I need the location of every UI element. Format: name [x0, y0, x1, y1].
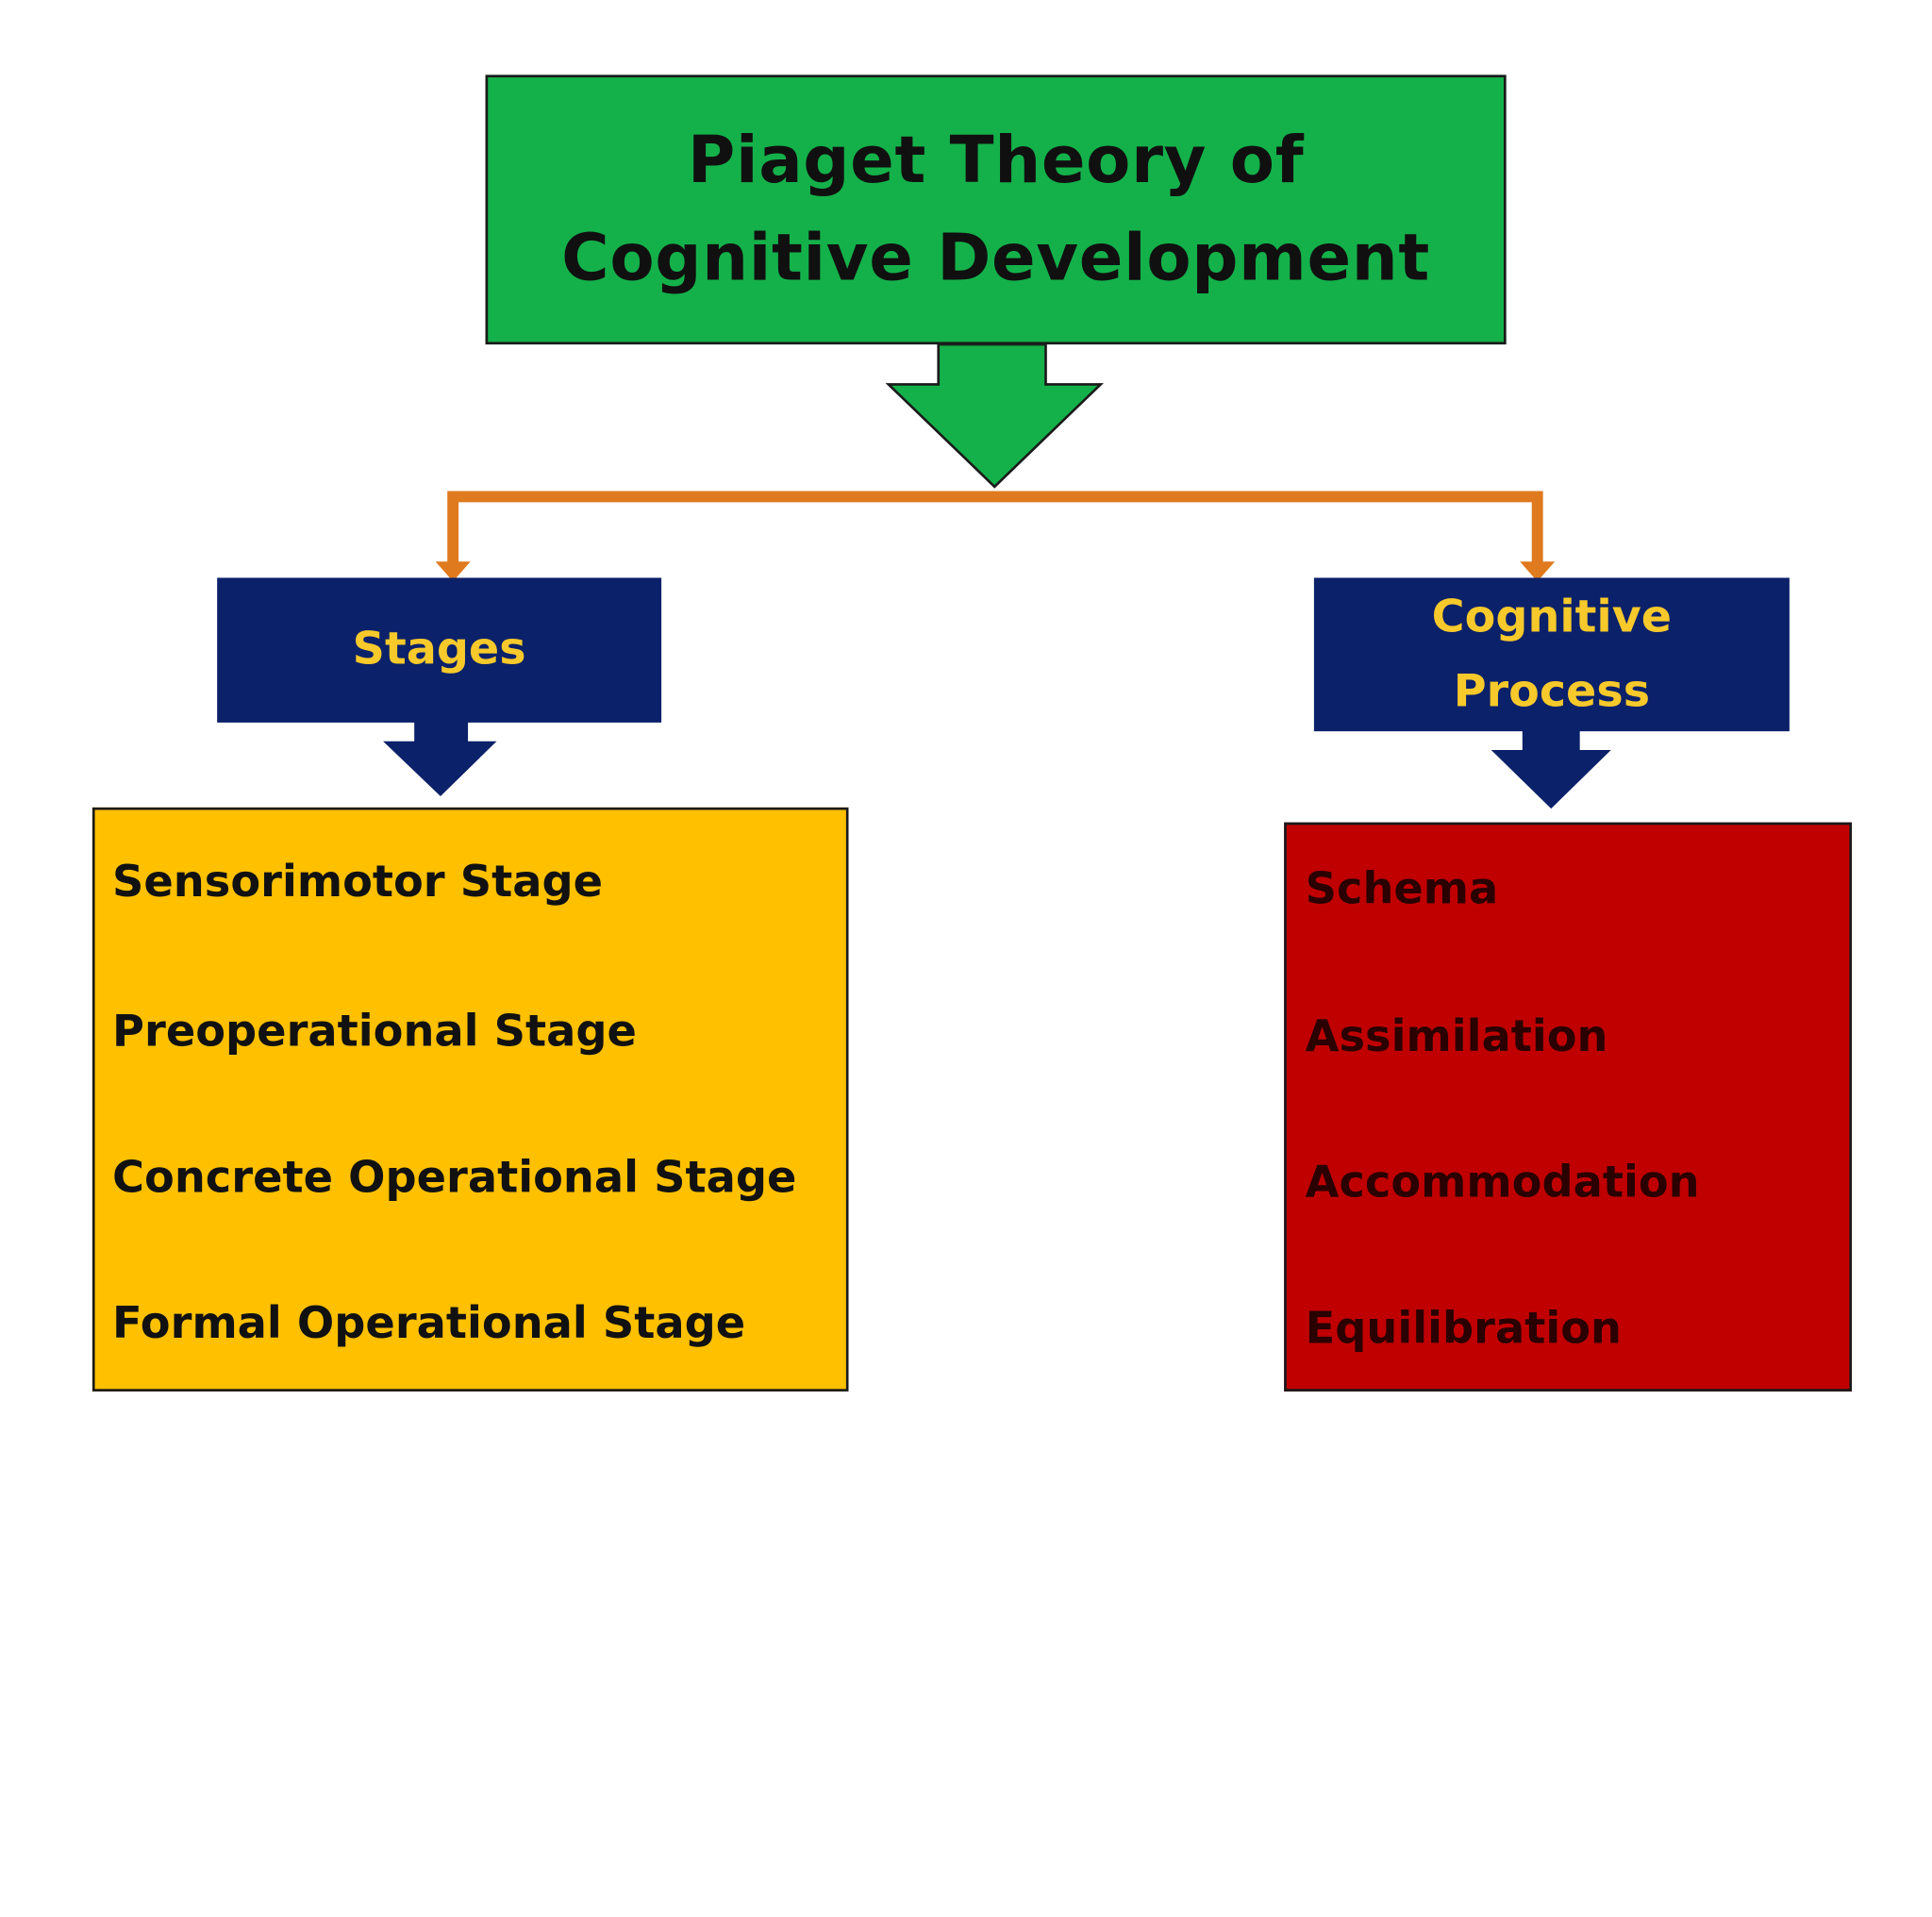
title-line-2: Cognitive Development — [561, 221, 1430, 296]
stage-item: Sensorimotor Stage — [112, 857, 604, 908]
process-list-box: Schema Assimilation Accommodation Equili… — [1284, 822, 1853, 1392]
process-item: Accommodation — [1305, 1158, 1700, 1209]
stage-item: Concrete Operational Stage — [112, 1153, 797, 1204]
process-connector-arrowhead — [1520, 561, 1556, 582]
process-heading-line-1: Cognitive — [1431, 591, 1673, 642]
process-item: Equilibration — [1305, 1304, 1622, 1355]
process-heading-box: Cognitive Process — [1313, 577, 1790, 732]
process-heading-line-2: Process — [1453, 665, 1651, 717]
stages-down-arrow — [383, 718, 497, 796]
title-down-arrow — [885, 342, 1104, 489]
process-item: Assimilation — [1305, 1011, 1608, 1062]
title-line-1: Piaget Theory of — [687, 123, 1305, 199]
stages-heading-box: Stages — [217, 577, 662, 723]
title-box: Piaget Theory of Cognitive Development — [485, 75, 1507, 345]
stage-item: Preoperational Stage — [112, 1007, 637, 1058]
stages-heading: Stages — [352, 624, 526, 675]
process-down-arrow — [1491, 727, 1611, 809]
branch-connector-line — [447, 491, 1543, 564]
stages-list-box: Sensorimotor Stage Preoperational Stage … — [92, 807, 849, 1392]
process-item: Schema — [1305, 864, 1499, 915]
stages-connector-arrowhead — [435, 561, 471, 582]
connector-layer — [383, 342, 1611, 809]
stage-item: Formal Operational Stage — [112, 1299, 746, 1349]
